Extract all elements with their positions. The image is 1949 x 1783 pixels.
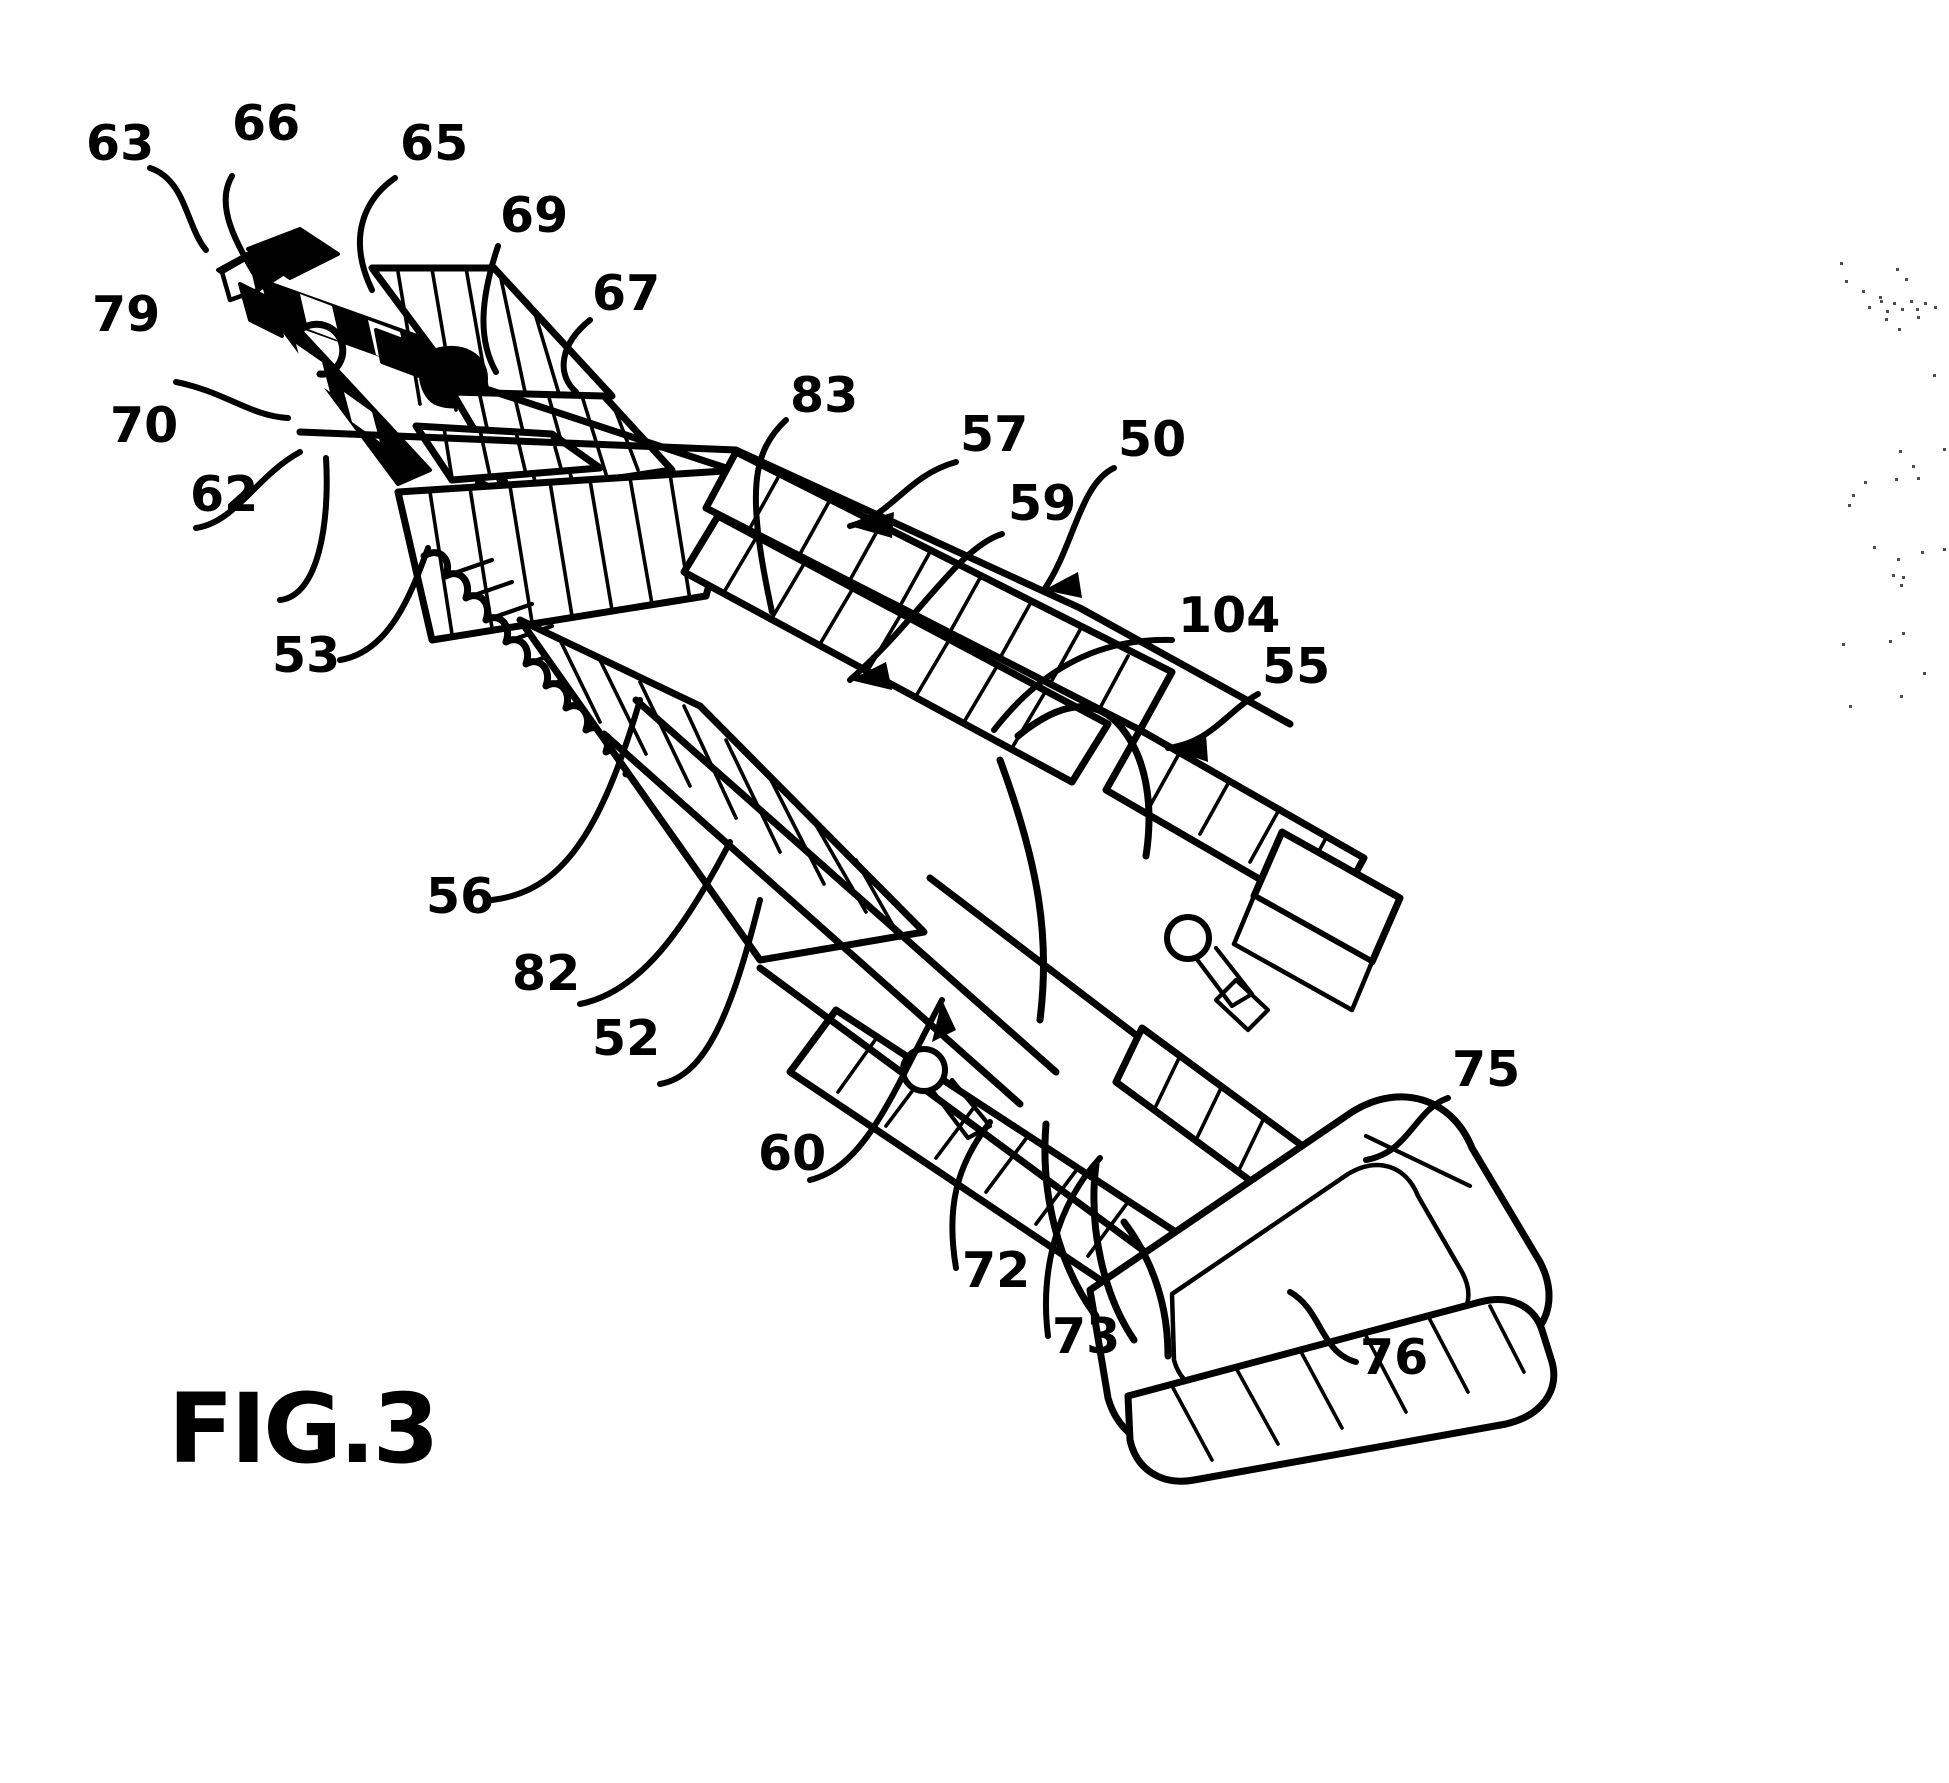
leader-53: [337, 545, 431, 663]
leader-52: [657, 897, 763, 1087]
hook-detail-79: [296, 320, 347, 378]
notch-detail: [1213, 977, 1271, 1033]
leader-66: [222, 173, 259, 279]
ref-num-67: 67: [592, 265, 660, 322]
reference-numeral-layer: 63 66 65 69 67 79 70 62 83 57 50 59 104 …: [86, 95, 1520, 1386]
inner-ridge-82b: [600, 730, 1024, 1108]
tip-lower-rail-notches: [296, 344, 380, 442]
ref-num-76: 76: [1360, 1329, 1428, 1386]
ref-num-72: 72: [962, 1242, 1030, 1299]
ref-num-65: 65: [400, 115, 468, 172]
arrowhead-50: [1044, 572, 1082, 598]
shaft-upper-edge: [296, 428, 1294, 728]
grip-neck-left-b: [1090, 1160, 1138, 1344]
leader-62: [277, 455, 330, 603]
ref-num-73: 73: [1052, 1308, 1120, 1365]
leader-56: [489, 697, 643, 903]
ref-num-79: 79: [92, 286, 160, 343]
scan-speckles: [1840, 262, 1946, 708]
leader-82: [577, 839, 733, 1007]
linkage-arm-lower: [929, 1077, 993, 1141]
leader-72: [949, 1119, 993, 1271]
ref-num-62: 62: [190, 466, 258, 523]
leader-63: [147, 165, 209, 253]
leader-76: [1287, 1289, 1359, 1365]
ref-num-66: 66: [232, 95, 300, 152]
internal-curve-104b: [996, 756, 1048, 1024]
leader-69: [480, 243, 501, 375]
grip-bottom-band-hatch: [1170, 1304, 1526, 1462]
ref-num-104: 104: [1178, 587, 1280, 644]
ref-num-56: 56: [426, 868, 494, 925]
ref-num-83: 83: [790, 367, 858, 424]
ref-num-59: 59: [1008, 475, 1076, 532]
ref-num-70: 70: [110, 397, 178, 454]
leader-75: [1363, 1095, 1451, 1163]
arrowhead-57: [850, 512, 894, 538]
arrowhead-59: [850, 662, 892, 690]
grip-side-wall-75: [1363, 1133, 1473, 1189]
ref-num-69: 69: [500, 187, 568, 244]
leader-79: [173, 379, 291, 421]
linkage-arm-upper: [1193, 945, 1255, 1009]
grip-bottom-band-76: [1124, 1296, 1558, 1485]
block-70: [238, 282, 284, 338]
leader-55: [1165, 691, 1261, 751]
ref-num-63: 63: [86, 115, 154, 172]
ref-num-53: 53: [272, 627, 340, 684]
leader-50: [1041, 465, 1117, 593]
leader-lines: [147, 165, 1451, 1365]
tip-body-dark-upper: [246, 227, 340, 280]
interior-wall-a: [756, 964, 1190, 1286]
figure-caption: FIG.3: [168, 1373, 436, 1485]
ref-num-52: 52: [592, 1010, 660, 1067]
leader-59: [847, 531, 1005, 683]
leader-60: [807, 997, 945, 1183]
leader-83: [752, 417, 789, 615]
handle-grip-assembly: [1041, 1093, 1558, 1485]
block-face-55-b: [1231, 893, 1375, 1013]
ref-num-60: 60: [758, 1125, 826, 1182]
arrowhead-55: [1168, 734, 1208, 762]
cheek-plate-53-hatch: [428, 472, 692, 636]
grip-rib-73: [1120, 1218, 1172, 1360]
leader-67: [560, 317, 593, 395]
lower-hatched-band-hatch: [1152, 1054, 1266, 1174]
ref-num-75: 75: [1452, 1041, 1520, 1098]
leader-57: [847, 459, 959, 529]
ref-num-57: 57: [960, 406, 1028, 463]
leader-104: [991, 636, 1175, 733]
inner-ridge-82: [632, 696, 1060, 1076]
leader-65: [356, 175, 398, 293]
internal-curve-104: [1014, 703, 1153, 860]
ref-num-50: 50: [1118, 411, 1186, 468]
shaft-top-ridge: [382, 352, 736, 474]
pivot-pin-upper: [1164, 914, 1212, 962]
ref-num-55: 55: [1262, 638, 1330, 695]
outer-rail-57-hatch: [748, 472, 1130, 710]
leader-70: [193, 449, 303, 531]
leader-73: [1043, 1155, 1103, 1339]
ref-num-82: 82: [512, 945, 580, 1002]
arrowhead-60: [932, 1000, 956, 1042]
